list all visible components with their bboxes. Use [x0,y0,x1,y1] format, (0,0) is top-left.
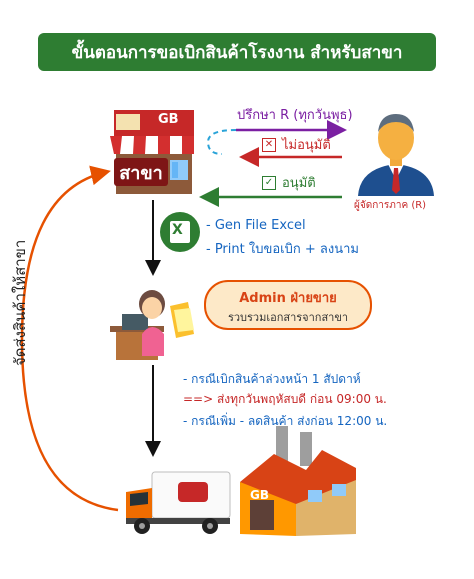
factory: GB [236,424,360,540]
side-label: จัดส่งสินค้าให้สาขา [11,239,29,366]
branch-label: สาขา [119,162,163,184]
admin-subtitle: รวบรวมเอกสารจากสาขา [227,311,349,324]
approve-text: อนุมัติ [282,176,316,191]
admin-bubble: Admin ฝ่ายขาย รวบรวมเอกสารจากสาขา [204,280,372,330]
manager-icon [358,114,434,196]
factory-icon [240,426,356,536]
factory-sign: GB [250,488,269,502]
delivery-truck [122,468,232,538]
excel-line-2: - Print ใบขอเบิก + ลงนาม [206,242,359,257]
manager-label: ผู้จัดการภาค (R) [354,200,427,211]
consult-text: ปรึกษา R (ทุกวันพุธ) [237,108,353,123]
note-line-2: ==> ส่งทุกวันพฤหัสบดี ก่อน 09:00 น. [183,392,387,406]
reject-row: ✕ ไม่อนุมัติ [262,134,331,155]
check-box-icon: ✓ [262,175,276,190]
title-text: ขั้นตอนการขอเบิกสินค้าโรงงาน สำหรับสาขา [71,42,403,63]
manager: ผู้จัดการภาค (R) [352,106,440,216]
office-worker-icon [110,290,194,360]
dashed-connector [206,129,237,155]
branch-store: GB สาขา [108,108,200,196]
admin-worker [108,286,204,368]
excel-line-1: - Gen File Excel [206,218,306,233]
note-line-3: - กรณีเพิ่ม - ลดสินค้า ส่งก่อน 12:00 น. [183,414,388,428]
page-title: ขั้นตอนการขอเบิกสินค้าโรงงาน สำหรับสาขา [38,33,436,71]
reject-text: ไม่อนุมัติ [282,138,331,153]
return-arrow [20,165,119,512]
note-line-1: - กรณีเบิกสินค้าล่วงหน้า 1 สัปดาห์ [183,372,361,386]
admin-title: Admin ฝ่ายขาย [239,291,337,306]
truck-icon [126,471,231,534]
x-box-icon: ✕ [262,137,276,152]
excel-icon: X [160,212,200,252]
store-sign: GB [158,112,179,127]
approve-row: ✓ อนุมัติ [262,172,316,193]
